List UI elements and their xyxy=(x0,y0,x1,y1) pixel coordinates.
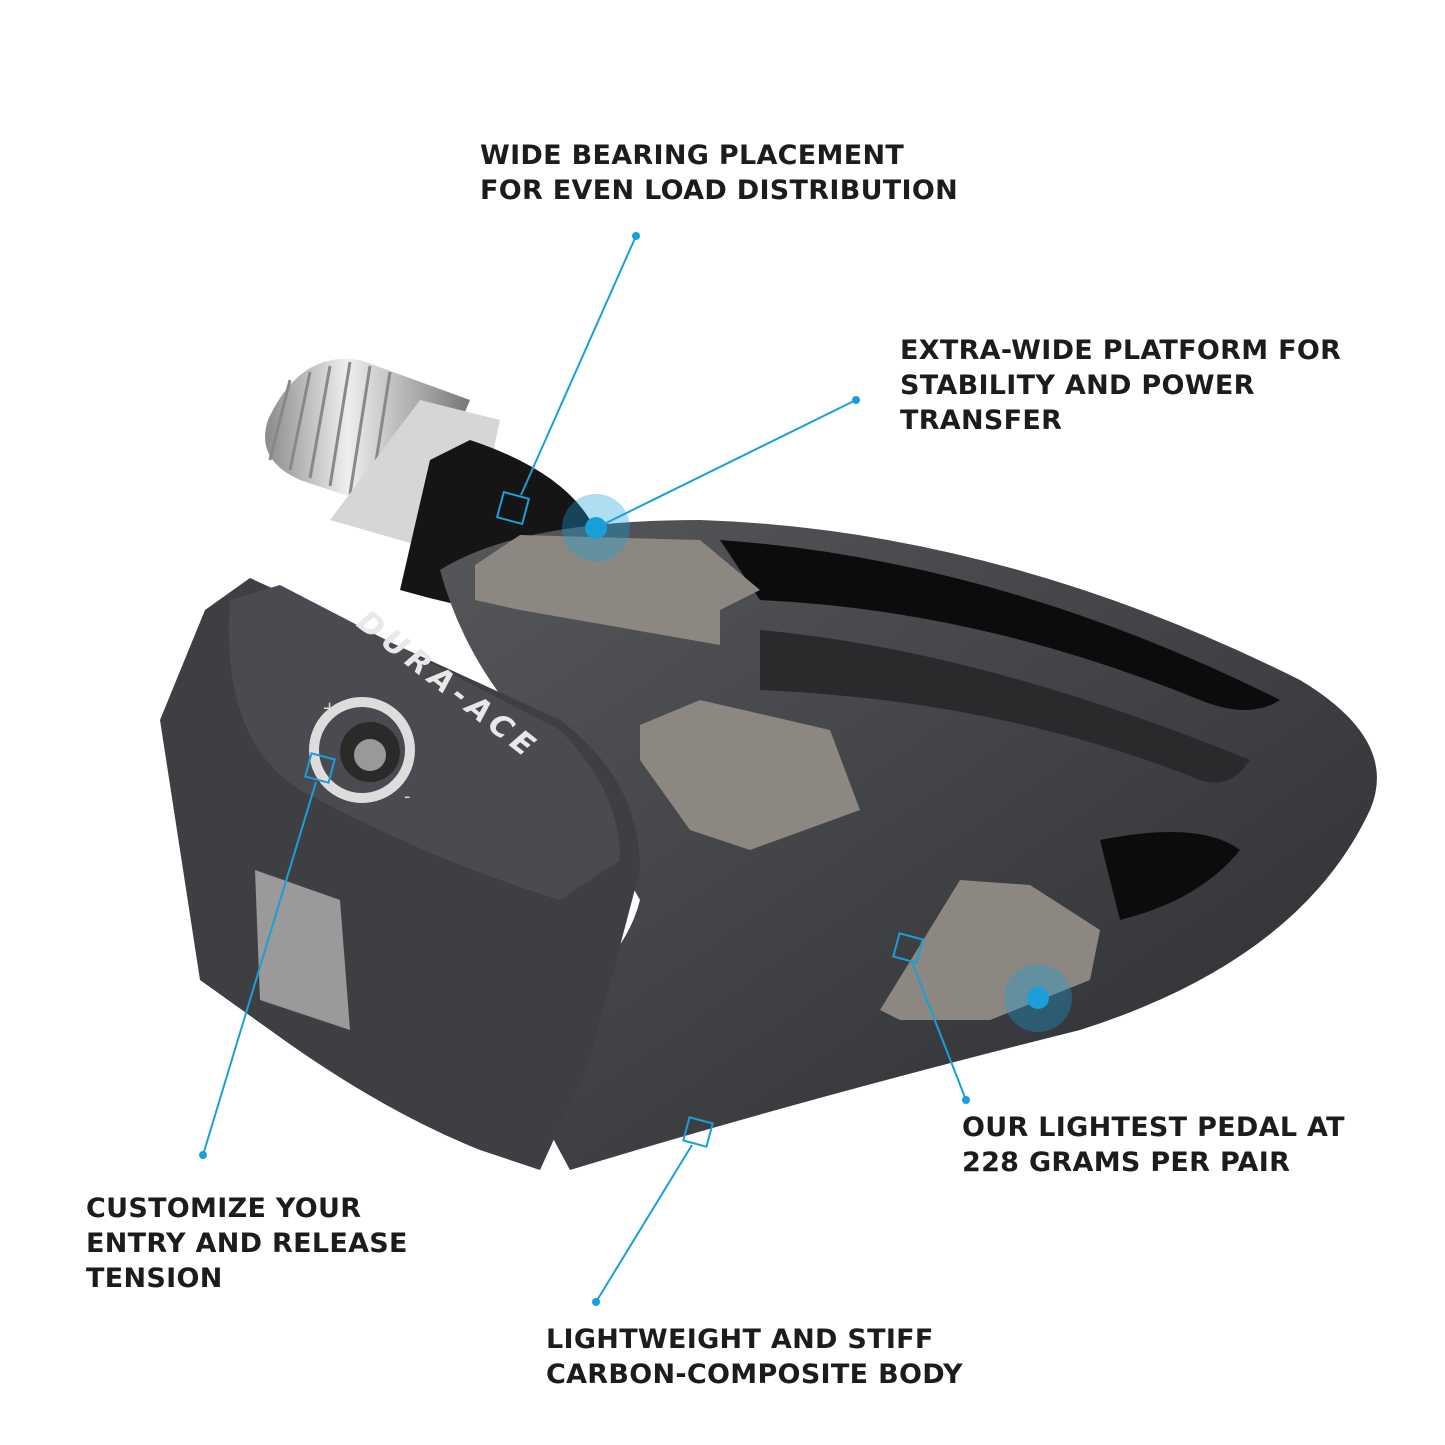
callout-text: TENSION xyxy=(86,1263,223,1294)
tension-minus-label: - xyxy=(404,786,411,807)
leader-line-bearing xyxy=(520,235,637,496)
callout-text: WIDE BEARING PLACEMENT xyxy=(480,140,905,171)
leader-line-platform xyxy=(595,399,857,529)
callout-text: OUR LIGHTEST PEDAL AT xyxy=(962,1112,1345,1143)
dot xyxy=(199,1151,207,1159)
callout-text: CARBON-COMPOSITE BODY xyxy=(546,1359,963,1390)
callout-text: EXTRA-WIDE PLATFORM FOR xyxy=(900,335,1342,366)
leader-line-weight xyxy=(911,961,967,1101)
callout-weight: OUR LIGHTEST PEDAL AT 228 GRAMS PER PAIR xyxy=(962,1110,1345,1180)
leader-line-body xyxy=(595,1144,693,1303)
callout-text: TRANSFER xyxy=(900,405,1063,436)
carbon-body xyxy=(440,520,1377,1170)
dot xyxy=(632,232,640,240)
contact-plate xyxy=(880,880,1100,1020)
marker-square-body xyxy=(682,1116,714,1148)
callout-tension: CUSTOMIZE YOUR ENTRY AND RELEASE TENSION xyxy=(86,1191,408,1296)
marker-square-tension xyxy=(304,752,336,784)
contact-plate xyxy=(640,700,860,850)
highlight-dot xyxy=(585,517,607,539)
callout-text: FOR EVEN LOAD DISTRIBUTION xyxy=(480,175,959,206)
callout-lines xyxy=(202,235,967,1303)
callout-bearing: WIDE BEARING PLACEMENT FOR EVEN LOAD DIS… xyxy=(480,138,958,208)
callout-text: STABILITY AND POWER xyxy=(900,370,1255,401)
dot xyxy=(852,396,860,404)
marker-square-weight xyxy=(892,932,924,964)
callout-dots xyxy=(199,232,1072,1306)
callout-body: LIGHTWEIGHT AND STIFF CARBON-COMPOSITE B… xyxy=(546,1322,963,1392)
highlight-dot xyxy=(1027,987,1049,1009)
marker-square-bearing xyxy=(495,490,531,526)
callout-text: 228 GRAMS PER PAIR xyxy=(962,1147,1291,1178)
callout-text: ENTRY AND RELEASE xyxy=(86,1228,408,1259)
callout-text: CUSTOMIZE YOUR xyxy=(86,1193,362,1224)
leader-line-tension xyxy=(202,781,317,1156)
dot xyxy=(962,1096,970,1104)
callout-text: LIGHTWEIGHT AND STIFF xyxy=(546,1324,934,1355)
tension-plus-label: + xyxy=(322,698,337,719)
tension-adjuster: + - xyxy=(309,697,415,807)
dot xyxy=(592,1298,600,1306)
contact-plate xyxy=(475,535,760,645)
callout-platform: EXTRA-WIDE PLATFORM FOR STABILITY AND PO… xyxy=(900,333,1341,438)
